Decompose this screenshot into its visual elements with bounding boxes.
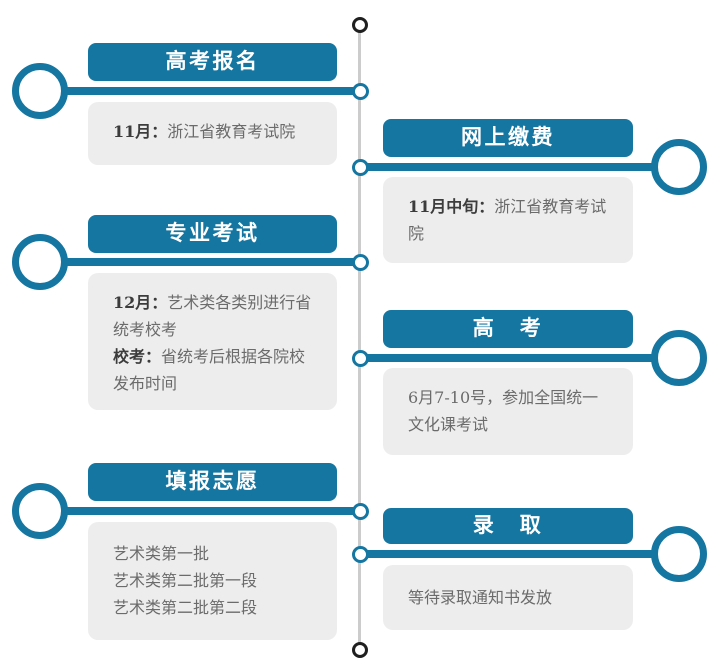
line-text: 艺术类第一批 [113, 544, 210, 563]
body-line: 11月中旬：浙江省教育考试院 [408, 193, 613, 247]
line-text: 浙江省教育考试院 [408, 197, 607, 243]
line-text: 艺术类各类别进行省统考校考 [113, 293, 312, 339]
step-body: 等待录取通知书发放 [383, 565, 633, 630]
body-line: 艺术类第二批第一段 [113, 567, 317, 594]
timeline-node-circle [651, 139, 707, 195]
step-body: 12月：艺术类各类别进行省统考校考 校考：省统考后根据各院校发布时间 [88, 273, 337, 410]
step-header: 高 考 [383, 310, 633, 348]
junction-dot [351, 545, 369, 563]
body-line: 艺术类第一批 [113, 540, 317, 567]
timeline-node-circle [12, 483, 68, 539]
timeline-node-circle [12, 63, 68, 119]
step-header: 录 取 [383, 508, 633, 544]
step-body: 11月中旬：浙江省教育考试院 [383, 177, 633, 263]
connector-line [360, 163, 679, 171]
timeline-spine [358, 25, 361, 650]
junction-dot [351, 82, 369, 100]
timeline-node-circle [12, 234, 68, 290]
junction-dot [351, 502, 369, 520]
line-text: 省统考后根据各院校发布时间 [113, 347, 306, 393]
timeline-end-dot [352, 642, 368, 658]
line-text: 艺术类第二批第一段 [113, 571, 258, 590]
junction-dot [351, 158, 369, 176]
step-header: 网上缴费 [383, 119, 633, 157]
step-body: 11月：浙江省教育考试院 [88, 102, 337, 165]
line-text: 浙江省教育考试院 [167, 122, 296, 141]
connector-line [40, 87, 360, 95]
step-header: 填报志愿 [88, 463, 337, 501]
step-header: 专业考试 [88, 215, 337, 253]
body-line: 6月7-10号，参加全国统一文化课考试 [408, 384, 613, 438]
connector-line [360, 354, 679, 362]
timeline-start-dot [352, 17, 368, 33]
line-label: 12月： [113, 293, 168, 312]
body-line: 校考：省统考后根据各院校发布时间 [113, 343, 317, 397]
timeline-node-circle [651, 330, 707, 386]
body-line: 11月：浙江省教育考试院 [113, 118, 317, 145]
line-text: 等待录取通知书发放 [408, 588, 553, 607]
body-line: 12月：艺术类各类别进行省统考校考 [113, 289, 317, 343]
body-line: 艺术类第二批第二段 [113, 594, 317, 621]
junction-dot [351, 349, 369, 367]
timeline-node-circle [651, 526, 707, 582]
step-header: 高考报名 [88, 43, 337, 81]
connector-line [40, 258, 360, 266]
line-text: 6月7-10号，参加全国统一文化课考试 [408, 388, 599, 434]
line-label: 校考： [113, 347, 162, 366]
line-label: 11月： [113, 122, 168, 141]
body-line: 等待录取通知书发放 [408, 584, 613, 611]
connector-line [360, 550, 679, 558]
junction-dot [351, 253, 369, 271]
line-text: 艺术类第二批第二段 [113, 598, 258, 617]
line-label: 11月中旬： [408, 197, 495, 216]
connector-line [40, 507, 360, 515]
step-body: 艺术类第一批 艺术类第二批第一段 艺术类第二批第二段 [88, 522, 337, 640]
step-body: 6月7-10号，参加全国统一文化课考试 [383, 368, 633, 455]
